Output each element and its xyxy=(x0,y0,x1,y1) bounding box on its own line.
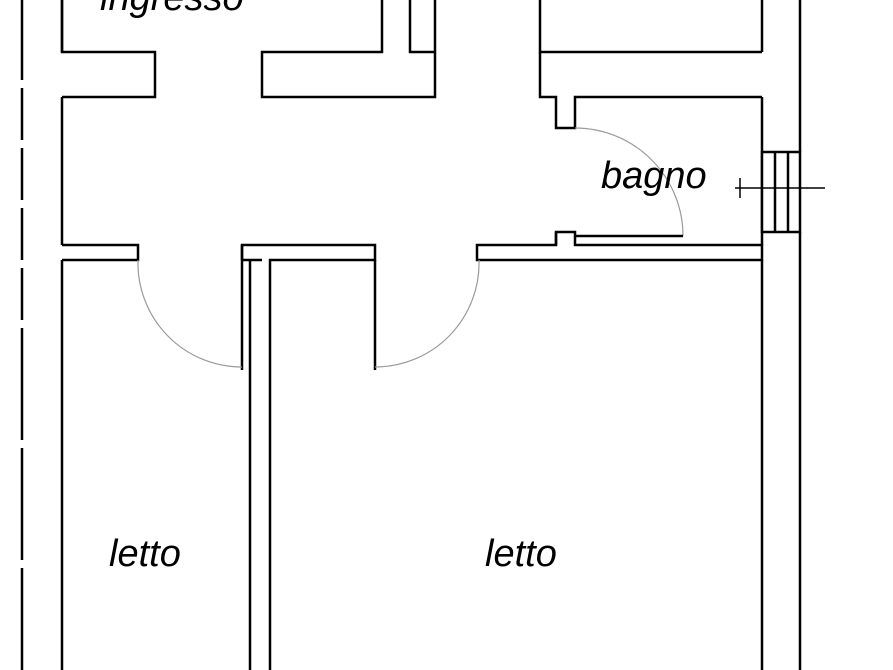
outer-wall-left xyxy=(20,0,64,670)
outer-wall-right xyxy=(760,0,802,670)
room-label-bagno: bagno xyxy=(601,155,707,197)
bagno-window xyxy=(735,150,825,234)
letto-right-door xyxy=(374,259,480,368)
ingresso-walls xyxy=(60,0,762,130)
room-label-letto-left: letto xyxy=(109,533,181,575)
letto-left-door xyxy=(137,259,243,368)
bagno-door xyxy=(574,127,684,238)
room-label-ingresso: ingresso xyxy=(100,0,244,19)
corridor-walls xyxy=(62,230,764,670)
room-label-letto-right: letto xyxy=(485,533,557,575)
